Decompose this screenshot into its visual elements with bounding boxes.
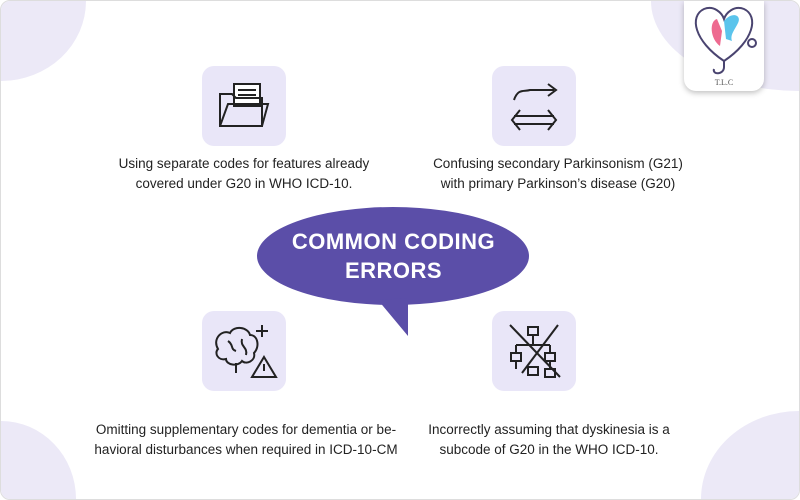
decorative-blob [1,421,76,499]
crossed-hierarchy-icon [492,311,576,391]
swap-arrows-icon [492,66,576,146]
error-item-2-text: Confusing secondary Parkinsonism (G21)wi… [433,156,683,191]
folder-icon [202,66,286,146]
title-speech-bubble [257,207,529,336]
error-item-1-text: Using separate codes for features alread… [118,156,370,191]
error-item-3-text: Omitting supplementary codes for dementi… [94,422,398,457]
tlc-logo: T.L.C [684,1,764,91]
logo-text: T.L.C [714,78,734,87]
brain-warning-icon [202,311,286,391]
decorative-blob [701,411,799,499]
decorative-blob [1,1,86,81]
error-item-4-text: Incorrectly assuming that dyskinesia is … [428,422,670,457]
